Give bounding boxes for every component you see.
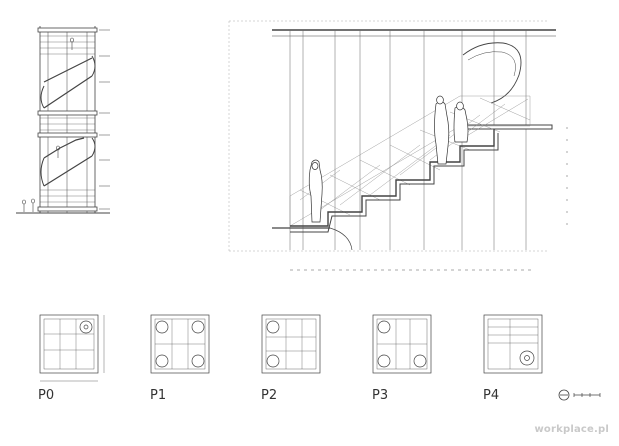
floor-plan-p4 — [483, 314, 543, 374]
scale-bar-icon — [573, 393, 601, 397]
floor-label-p3: P3 — [372, 388, 389, 403]
floor-label-p1: P1 — [150, 388, 167, 403]
floor-label-p2: P2 — [261, 388, 278, 403]
stair-section — [228, 20, 568, 271]
floor-plan-p3 — [372, 314, 432, 374]
floor-plan-p1 — [150, 314, 210, 374]
tower-elevation — [16, 26, 110, 214]
floor-label-p4: P4 — [483, 388, 500, 403]
north-arrow-icon — [558, 389, 570, 401]
person-figure-lower — [308, 159, 323, 223]
person-figure-pair — [453, 106, 469, 143]
floor-plan-p0 — [39, 314, 105, 382]
floor-plan-p2 — [261, 314, 321, 374]
floor-label-p0: P0 — [38, 388, 55, 403]
watermark-text: workplace.pl — [534, 424, 609, 435]
person-figure-upper — [434, 101, 450, 165]
